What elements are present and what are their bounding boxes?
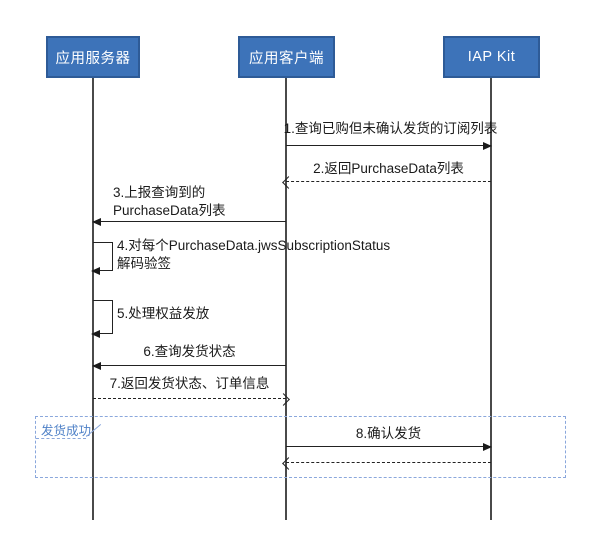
- lifeline-app-client: [285, 78, 287, 520]
- arrowhead-left-icon: [91, 330, 100, 338]
- message-5-self-loop: [91, 300, 113, 338]
- message-7-arrow: [93, 393, 290, 406]
- message-4-label-line1: 4.对每个PurchaseData.jwsSubscriptionStatus: [117, 238, 391, 253]
- message-8-arrow: [286, 443, 492, 451]
- arrowhead-left-icon: [92, 218, 101, 226]
- message-4-label: 4.对每个PurchaseData.jwsSubscriptionStatus …: [117, 237, 390, 273]
- message-4-label-line2: 解码验签: [117, 256, 171, 271]
- fragment-label: 发货成功: [36, 417, 91, 439]
- actor-app-server: 应用服务器: [46, 36, 140, 78]
- message-3-label: 3.上报查询到的 PurchaseData列表: [113, 184, 226, 220]
- message-1-arrow: [286, 142, 492, 150]
- actor-app-client: 应用客户端: [238, 36, 335, 78]
- arrowhead-left-icon: [92, 362, 101, 370]
- message-6-label: 6.查询发货状态: [143, 344, 236, 359]
- lifeline-app-server: [92, 78, 94, 520]
- message-1-label: 1.查询已购但未确认发货的订阅列表: [283, 121, 498, 136]
- message-4-self-loop: [91, 242, 113, 275]
- message-5-label: 5.处理权益发放: [117, 306, 210, 321]
- message-3-label-line2: PurchaseData列表: [113, 203, 226, 218]
- arrowhead-right-icon: [483, 443, 492, 451]
- arrowhead-right-icon: [483, 142, 492, 150]
- actor-iap-kit: IAP Kit: [443, 36, 540, 78]
- message-8-label: 8.确认发货: [355, 426, 422, 441]
- message-7-label: 7.返回发货状态、订单信息: [109, 376, 270, 391]
- message-3-label-line1: 3.上报查询到的: [113, 185, 206, 200]
- message-6-arrow: [92, 362, 286, 370]
- fragment-delivery-success: 发货成功: [35, 416, 566, 478]
- lifeline-iap-kit: [490, 78, 492, 520]
- message-2-arrow: [282, 176, 491, 189]
- arrowhead-right-icon: [277, 393, 290, 406]
- arrowhead-left-icon: [91, 267, 100, 275]
- message-2-label: 2.返回PurchaseData列表: [313, 161, 464, 176]
- message-9-arrow: [282, 457, 491, 470]
- message-3-arrow: [92, 218, 286, 226]
